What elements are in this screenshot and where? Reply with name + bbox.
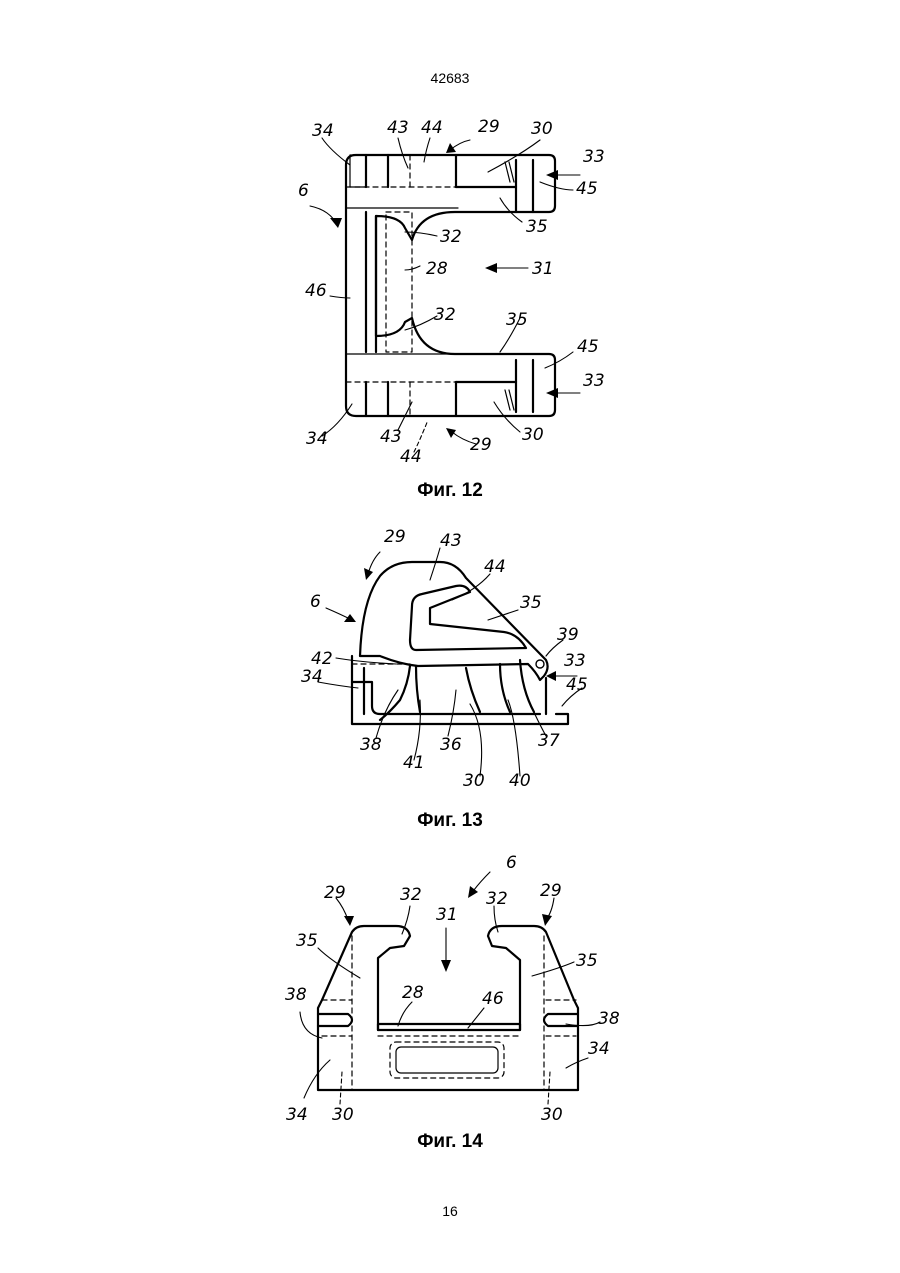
fig13-label-33: 33: [564, 651, 586, 671]
fig13-label-6: 6: [310, 592, 321, 612]
fig12-label-29-bottom: 29: [470, 435, 492, 455]
fig13-label-43: 43: [440, 531, 462, 551]
fig12-label-35-top: 35: [526, 217, 548, 237]
fig12-label-45-top: 45: [576, 179, 598, 199]
fig14-label-34-right: 34: [588, 1039, 610, 1059]
fig12-label-46: 46: [305, 281, 327, 301]
fig13-label-36: 36: [440, 735, 462, 755]
fig12-label-31: 31: [532, 259, 554, 279]
figure-12-drawing: 34 43 44 29 30 33 45 6 35 32 28 31 46 32…: [0, 0, 900, 480]
fig12-label-33-top: 33: [583, 147, 605, 167]
fig12-label-29-top: 29: [478, 117, 500, 137]
fig12-label-30-bottom: 30: [522, 425, 544, 445]
page-number: 16: [0, 1203, 900, 1219]
fig13-label-34: 34: [301, 667, 323, 687]
fig14-label-32-left: 32: [400, 885, 422, 905]
fig12-label-45-bottom: 45: [577, 337, 599, 357]
fig14-label-38-right: 38: [598, 1009, 620, 1029]
fig14-label-34-left: 34: [286, 1105, 308, 1125]
fig12-label-44-top: 44: [421, 118, 443, 138]
fig13-label-40: 40: [509, 771, 531, 791]
fig14-label-30-left: 30: [332, 1105, 354, 1125]
fig14-label-31: 31: [436, 905, 458, 925]
fig12-label-43-bottom: 43: [380, 427, 402, 447]
fig12-label-6: 6: [298, 181, 309, 201]
fig13-label-42: 42: [311, 649, 333, 669]
fig12-label-30-top: 30: [531, 119, 553, 139]
fig14-label-46: 46: [482, 989, 504, 1009]
fig13-label-35: 35: [520, 593, 542, 613]
fig12-label-34-bottom: 34: [306, 429, 328, 449]
fig12-label-43-top: 43: [387, 118, 409, 138]
figure-14-drawing: 6 29 32 31 32 29 35 35 38 28 46 38 34 34…: [0, 850, 900, 1130]
fig12-label-34-top: 34: [312, 121, 334, 141]
fig14-label-29-right: 29: [540, 881, 562, 901]
fig14-label-35-right: 35: [576, 951, 598, 971]
fig12-label-44-bottom: 44: [400, 447, 422, 467]
fig13-label-29: 29: [384, 527, 406, 547]
fig14-label-35-left: 35: [296, 931, 318, 951]
fig12-label-28: 28: [426, 259, 448, 279]
fig13-label-37: 37: [538, 731, 560, 751]
fig13-label-39: 39: [557, 625, 579, 645]
fig14-label-29-left: 29: [324, 883, 346, 903]
figure-14-caption: Фиг. 14: [0, 1131, 900, 1153]
fig14-label-30-right: 30: [541, 1105, 563, 1125]
figure-12-caption: Фиг. 12: [0, 480, 900, 502]
fig12-outline: [346, 155, 555, 416]
fig13-label-45: 45: [566, 675, 588, 695]
fig13-label-44: 44: [484, 557, 506, 577]
fig14-outline: [318, 926, 578, 1090]
fig12-label-33-bottom: 33: [583, 371, 605, 391]
fig12-label-35-bottom: 35: [506, 310, 528, 330]
fig12-label-32-top: 32: [440, 227, 462, 247]
fig13-label-30: 30: [463, 771, 485, 791]
fig14-label-38-left: 38: [285, 985, 307, 1005]
figure-13-caption: Фиг. 13: [0, 810, 900, 832]
fig13-label-41: 41: [403, 753, 425, 773]
figure-13-drawing: 29 43 44 6 35 39 42 33 34 45 38 41 36 37…: [0, 520, 900, 810]
fig14-label-32-right: 32: [486, 889, 508, 909]
fig14-label-6: 6: [506, 853, 517, 873]
fig13-label-38: 38: [360, 735, 382, 755]
fig14-label-28: 28: [402, 983, 424, 1003]
fig12-label-32-bottom: 32: [434, 305, 456, 325]
